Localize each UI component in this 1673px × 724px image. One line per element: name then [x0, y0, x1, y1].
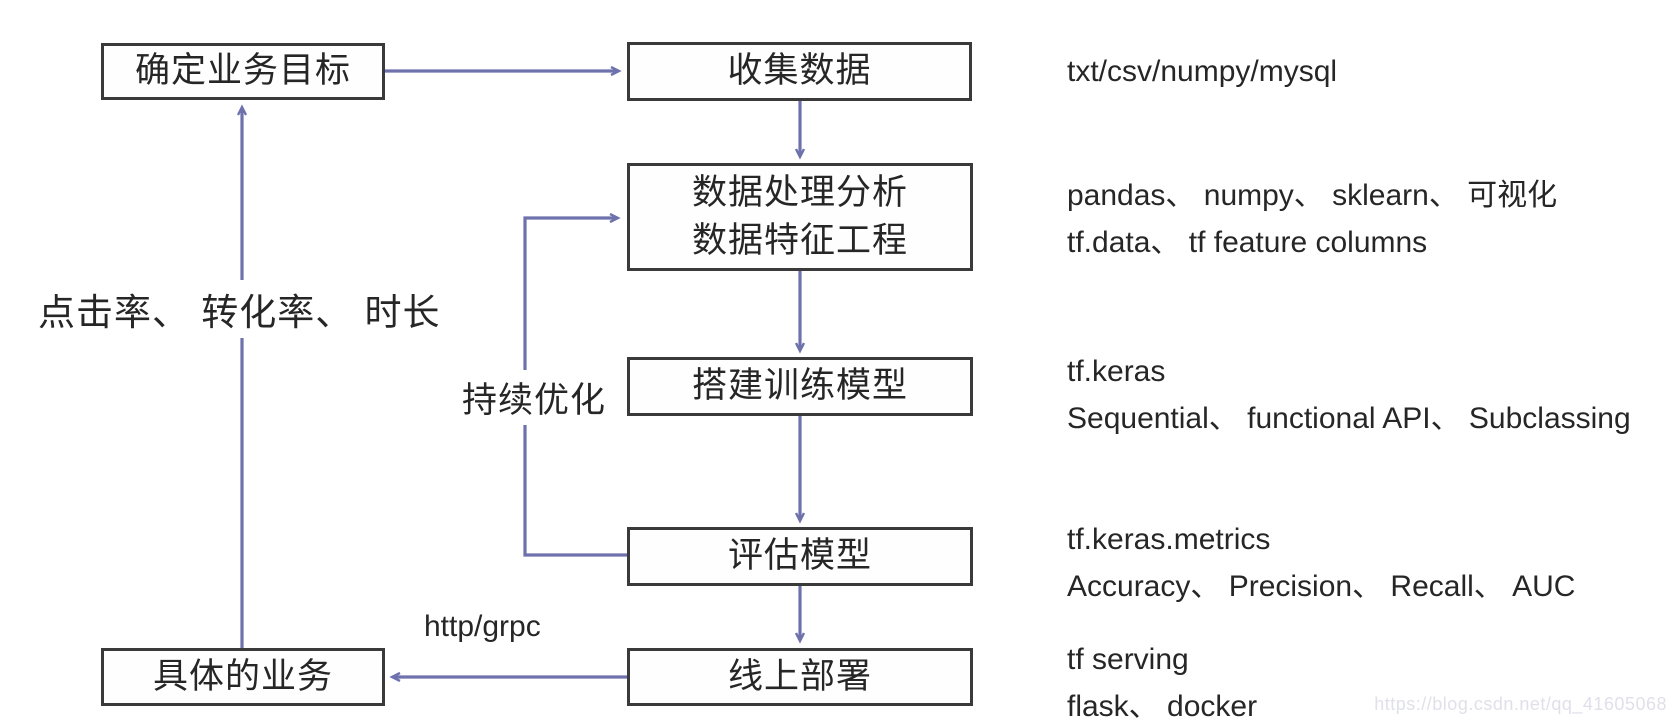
annotation-train-tools: tf.keras Sequential、 functional API、 Sub…: [1067, 348, 1631, 442]
node-label: 评估模型: [727, 536, 872, 576]
annotation-line: tf.keras: [1067, 355, 1166, 388]
node-collect-data: 收集数据: [627, 42, 972, 101]
node-evaluate-model: 评估模型: [627, 527, 973, 586]
annotation-line: Sequential、 functional API、 Subclassing: [1067, 402, 1631, 435]
node-label: 线上部署: [727, 656, 872, 696]
annotation-line: tf serving: [1067, 643, 1189, 676]
node-label: 确定业务目标: [134, 51, 351, 91]
label-business-metrics: 点击率、 转化率、 时长: [34, 280, 445, 338]
annotation-line: Accuracy、 Precision、 Recall、 AUC: [1067, 570, 1576, 603]
annotation-line: tf.data、 tf feature columns: [1067, 226, 1428, 259]
node-define-business-goal: 确定业务目标: [101, 43, 385, 100]
annotation-line: pandas、 numpy、 sklearn、 可视化: [1067, 179, 1558, 212]
label-http-grpc: http/grpc: [424, 610, 541, 643]
node-label: 搭建训练模型: [691, 366, 908, 406]
node-data-processing-feature-engineering: 数据处理分析 数据特征工程: [627, 163, 973, 271]
node-build-train-model: 搭建训练模型: [627, 357, 973, 416]
annotation-line: txt/csv/numpy/mysql: [1067, 55, 1338, 88]
annotation-deploy-tools: tf serving flask、 docker: [1067, 636, 1257, 724]
node-specific-business: 具体的业务: [101, 648, 385, 706]
node-online-deployment: 线上部署: [627, 648, 973, 706]
node-label: 收集数据: [727, 51, 872, 91]
annotation-collect-tools: txt/csv/numpy/mysql: [1067, 48, 1337, 95]
node-label-line2: 数据特征工程: [691, 221, 908, 260]
annotation-line: flask、 docker: [1067, 690, 1258, 723]
label-continuous-optimization: 持续优化: [456, 370, 613, 425]
watermark-url: https://blog.csdn.net/qq_41605068: [1374, 694, 1667, 714]
annotation-process-tools: pandas、 numpy、 sklearn、 可视化 tf.data、 tf …: [1067, 172, 1557, 266]
annotation-line: tf.keras.metrics: [1067, 523, 1271, 556]
node-label-line1: 数据处理分析: [691, 172, 908, 212]
node-label: 具体的业务: [152, 656, 333, 696]
annotation-eval-tools: tf.keras.metrics Accuracy、 Precision、 Re…: [1067, 516, 1575, 610]
